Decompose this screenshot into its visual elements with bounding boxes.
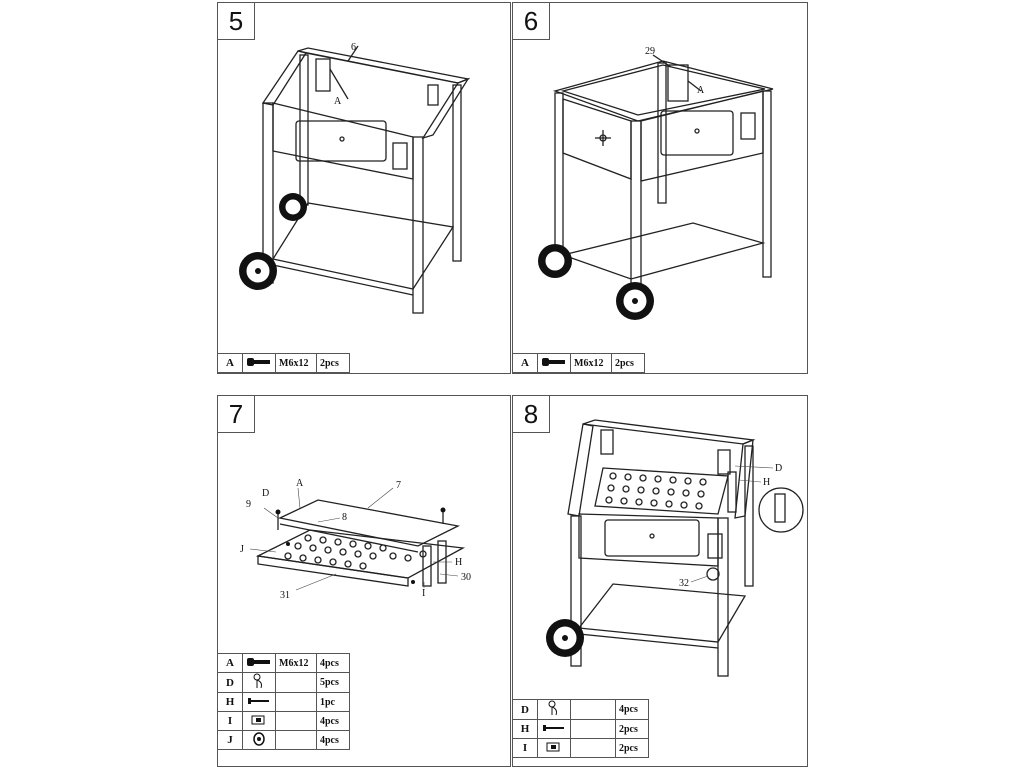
part-letter: D xyxy=(217,672,243,693)
table-row: J 4pcs xyxy=(217,730,350,750)
part-size xyxy=(275,730,317,750)
part-size xyxy=(570,699,616,720)
part-size xyxy=(570,719,616,739)
callout-label: 32 xyxy=(679,578,689,589)
wheel-icon xyxy=(546,619,584,657)
callout-label: 6 xyxy=(351,42,356,53)
part-letter: D xyxy=(512,699,538,720)
table-row: H 1pc xyxy=(217,692,350,712)
screw-icon xyxy=(537,353,571,373)
part-size: M6x12 xyxy=(570,353,612,373)
r-pin-icon xyxy=(242,672,276,693)
callout-label: 30 xyxy=(461,572,471,583)
callout-label: 29 xyxy=(645,46,655,57)
part-letter: I xyxy=(217,711,243,731)
parts-table: A M6x12 4pcs D 5pcs H 1pc I 4pcs J 4p xyxy=(217,653,350,750)
nut-icon xyxy=(242,730,276,750)
callout-label: H xyxy=(763,477,770,488)
part-qty: 2pcs xyxy=(615,719,649,739)
part-letter: A xyxy=(512,353,538,373)
r-pin-icon xyxy=(537,699,571,720)
part-qty: 2pcs xyxy=(615,738,649,758)
callout-label: H xyxy=(455,557,462,568)
shelf-assembly-illustration: 9 D A 7 8 J H 30 31 I xyxy=(240,478,471,601)
wheel-icon xyxy=(616,282,654,320)
callout-label: J xyxy=(240,544,244,555)
cart-with-shelf-illustration: D H 32 xyxy=(546,419,804,677)
table-row: D 4pcs xyxy=(512,699,649,720)
table-row: A M6x12 2pcs xyxy=(217,353,350,373)
step-number: 6 xyxy=(513,3,550,40)
wheel-icon xyxy=(239,252,277,290)
part-size xyxy=(275,672,317,693)
part-size: M6x12 xyxy=(275,353,317,373)
callout-label: 7 xyxy=(396,480,401,491)
parts-table: A M6x12 2pcs xyxy=(512,353,645,373)
part-letter: A xyxy=(217,653,243,673)
part-qty: 4pcs xyxy=(316,711,350,731)
pin-icon xyxy=(537,719,571,739)
part-letter: H xyxy=(217,692,243,712)
part-size: M6x12 xyxy=(275,653,317,673)
table-row: A M6x12 2pcs xyxy=(512,353,645,373)
part-letter: I xyxy=(512,738,538,758)
screw-icon xyxy=(242,653,276,673)
callout-label: 31 xyxy=(280,590,290,601)
panel-step-6: 6 xyxy=(512,2,808,374)
panel-step-7: 7 xyxy=(217,395,511,767)
callout-label: A xyxy=(697,85,705,96)
callout-label: 8 xyxy=(342,512,347,523)
parts-table: D 4pcs H 2pcs I 2pcs xyxy=(512,699,649,758)
table-row: D 5pcs xyxy=(217,672,350,693)
screw-icon xyxy=(242,353,276,373)
part-qty: 5pcs xyxy=(316,672,350,693)
callout-label: A xyxy=(334,96,342,107)
part-qty: 2pcs xyxy=(316,353,350,373)
part-letter: J xyxy=(217,730,243,750)
callout-label: D xyxy=(262,488,269,499)
step-number: 7 xyxy=(218,396,255,433)
table-row: I 4pcs xyxy=(217,711,350,731)
wheel-icon xyxy=(279,193,307,221)
panel-step-5: 5 xyxy=(217,2,511,374)
step-number: 5 xyxy=(218,3,255,40)
part-qty: 1pc xyxy=(316,692,350,712)
part-size xyxy=(275,711,317,731)
parts-table: A M6x12 2pcs xyxy=(217,353,350,373)
pin-icon xyxy=(242,692,276,712)
cart-frame-illustration: 6 A xyxy=(239,42,471,314)
clip-icon xyxy=(242,711,276,731)
clip-icon xyxy=(537,738,571,758)
part-qty: 4pcs xyxy=(316,653,350,673)
part-qty: 4pcs xyxy=(615,699,649,720)
part-letter: H xyxy=(512,719,538,739)
step-number: 8 xyxy=(513,396,550,433)
table-row: I 2pcs xyxy=(512,738,649,758)
callout-label: D xyxy=(775,463,782,474)
part-letter: A xyxy=(217,353,243,373)
cart-frame-illustration: 29 A xyxy=(538,46,774,320)
part-qty: 2pcs xyxy=(611,353,645,373)
panel-step-8: 8 xyxy=(512,395,808,767)
table-row: H 2pcs xyxy=(512,719,649,739)
callout-label: I xyxy=(422,588,425,599)
part-size xyxy=(570,738,616,758)
callout-label: A xyxy=(296,478,304,489)
table-row: A M6x12 4pcs xyxy=(217,653,350,673)
part-size xyxy=(275,692,317,712)
callout-label: 9 xyxy=(246,499,251,510)
part-qty: 4pcs xyxy=(316,730,350,750)
wheel-icon xyxy=(538,244,572,278)
